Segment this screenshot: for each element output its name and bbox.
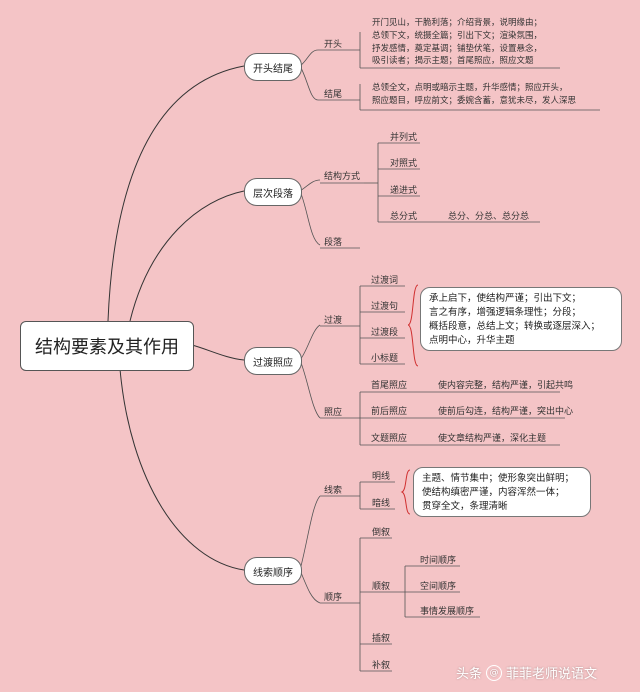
guodu-box-line-4: 点明中心，升华主题: [429, 335, 515, 346]
node-shunxu[interactable]: 顺序: [324, 593, 343, 603]
item-shunxu[interactable]: 顺叙: [372, 582, 391, 592]
node-guodu[interactable]: 过渡: [324, 316, 343, 326]
branch-cengci-duanluo[interactable]: 层次段落: [244, 178, 302, 206]
at-icon: @: [486, 664, 503, 681]
xiansuo-box-line-3: 贯穿全文，条理清晰: [422, 501, 508, 512]
watermark-brand: 头条: [456, 667, 483, 682]
item-shouwei[interactable]: 首尾照应: [371, 381, 408, 391]
guodu-box-line-1: 承上启下，使结构严谨；引出下文；: [429, 293, 582, 304]
node-kaitou[interactable]: 开头: [324, 40, 343, 50]
guodu-box-line-2: 言之有序，增强逻辑条理性；分段；: [429, 307, 582, 318]
item-xiaobiaoti[interactable]: 小标题: [371, 354, 399, 364]
zongfen-detail: 总分、分总、总分总: [448, 212, 530, 222]
item-buxu[interactable]: 补叙: [372, 661, 391, 671]
xiansuo-box-line-1: 主题、情节集中；使形象突出鲜明；: [422, 473, 575, 484]
item-kongjian[interactable]: 空间顺序: [420, 582, 457, 592]
watermark: 头条 @ 菲菲老师说语文: [456, 663, 597, 682]
item-binglie[interactable]: 并列式: [390, 133, 418, 143]
item-zongfen[interactable]: 总分式: [390, 212, 418, 222]
item-wenti[interactable]: 文题照应: [371, 434, 408, 444]
node-xiansuo[interactable]: 线索: [324, 486, 343, 496]
node-jiewei[interactable]: 结尾: [324, 90, 343, 100]
node-zhaoying[interactable]: 照应: [324, 408, 343, 418]
node-duanluo[interactable]: 段落: [324, 238, 343, 248]
kaitou-line-2: 总领下文，统摄全篇；引出下文；渲染氛围，: [372, 31, 543, 41]
item-guodu-ju[interactable]: 过渡句: [371, 302, 399, 312]
kaitou-line-4: 吸引读者；揭示主题；首尾照应，照应文题: [372, 56, 534, 66]
jiewei-line-1: 总领全文，点明或暗示主题，升华感情；照应开头，: [372, 83, 568, 93]
guodu-function-box: 承上启下，使结构严谨；引出下文； 言之有序，增强逻辑条理性；分段； 概括段意，总…: [420, 287, 622, 351]
wenti-desc: 使文章结构严谨，深化主题: [438, 434, 547, 444]
branch-xiansuo-shunxu[interactable]: 线索顺序: [244, 557, 302, 585]
xiansuo-box-line-2: 使结构缜密严谨，内容浑然一体；: [422, 487, 565, 498]
kaitou-line-1: 开门见山，干脆利落；介绍背景，说明缘由；: [372, 18, 543, 28]
xiansuo-function-box: 主题、情节集中；使形象突出鲜明； 使结构缜密严谨，内容浑然一体； 贯穿全文，条理…: [413, 467, 591, 517]
node-jiegou-fangshi[interactable]: 结构方式: [324, 172, 361, 182]
item-daoxu[interactable]: 倒叙: [372, 528, 391, 538]
kaitou-line-3: 抒发感情，奠定基调；铺垫伏笔，设置悬念，: [372, 44, 543, 54]
shouwei-desc: 使内容完整，结构严谨，引起共鸣: [438, 381, 574, 391]
item-mingxian[interactable]: 明线: [372, 472, 391, 482]
item-shiqing[interactable]: 事情发展顺序: [420, 607, 475, 617]
watermark-author: 菲菲老师说语文: [506, 667, 598, 682]
qianhou-desc: 使前后勾连，结构严谨，突出中心: [438, 407, 574, 417]
item-chaxu[interactable]: 插叙: [372, 634, 391, 644]
branch-guodu-zhaoying[interactable]: 过渡照应: [244, 347, 302, 375]
item-anxian[interactable]: 暗线: [372, 499, 391, 509]
item-dijin[interactable]: 递进式: [390, 186, 418, 196]
item-guodu-duan[interactable]: 过渡段: [371, 328, 399, 338]
branch-kaitou-jiewei[interactable]: 开头结尾: [244, 53, 302, 81]
guodu-box-line-3: 概括段意，总结上文；转换或逐层深入；: [429, 321, 601, 332]
jiewei-line-2: 照应题目，呼应前文；委婉含蓄，意犹未尽，发人深思: [372, 96, 577, 106]
item-shijian[interactable]: 时间顺序: [420, 556, 457, 566]
root-node[interactable]: 结构要素及其作用: [20, 321, 194, 371]
item-duizhao[interactable]: 对照式: [390, 159, 418, 169]
item-qianhou[interactable]: 前后照应: [371, 407, 408, 417]
item-guodu-ci[interactable]: 过渡词: [371, 276, 399, 286]
